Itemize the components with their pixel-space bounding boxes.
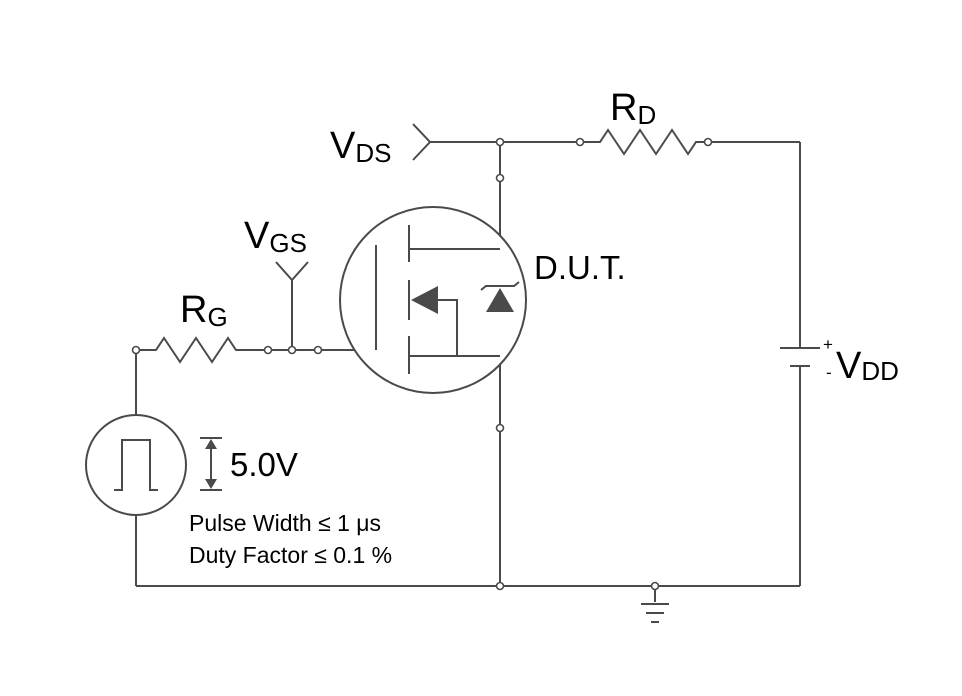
label-pulse-width: Pulse Width ≤ 1 μs bbox=[189, 510, 381, 536]
label-rd: RD bbox=[610, 87, 656, 130]
label-rg: RG bbox=[180, 289, 228, 332]
connection-nodes bbox=[131, 137, 713, 591]
ground-icon bbox=[641, 603, 669, 623]
label-duty-factor: Duty Factor ≤ 0.1 % bbox=[189, 542, 392, 568]
mosfet-symbol-icon bbox=[339, 206, 527, 394]
label-vdd-plus: + bbox=[823, 335, 833, 354]
label-vdd: VDD bbox=[836, 345, 899, 387]
label-vds: VDS bbox=[330, 125, 391, 168]
resistor-rd bbox=[580, 128, 708, 156]
zener-diode-icon bbox=[480, 281, 520, 312]
vgs-probe-arrow bbox=[275, 261, 309, 282]
label-amplitude: 5.0V bbox=[230, 446, 298, 483]
resistor-rg bbox=[136, 336, 242, 364]
vds-probe-arrow bbox=[412, 123, 432, 161]
amplitude-arrow-icon bbox=[200, 437, 222, 491]
battery-icon bbox=[780, 347, 820, 367]
square-pulse-icon bbox=[85, 414, 187, 516]
label-vdd-minus: - bbox=[826, 363, 832, 382]
label-dut: D.U.T. bbox=[534, 249, 626, 286]
label-vgs: VGS bbox=[244, 215, 307, 258]
